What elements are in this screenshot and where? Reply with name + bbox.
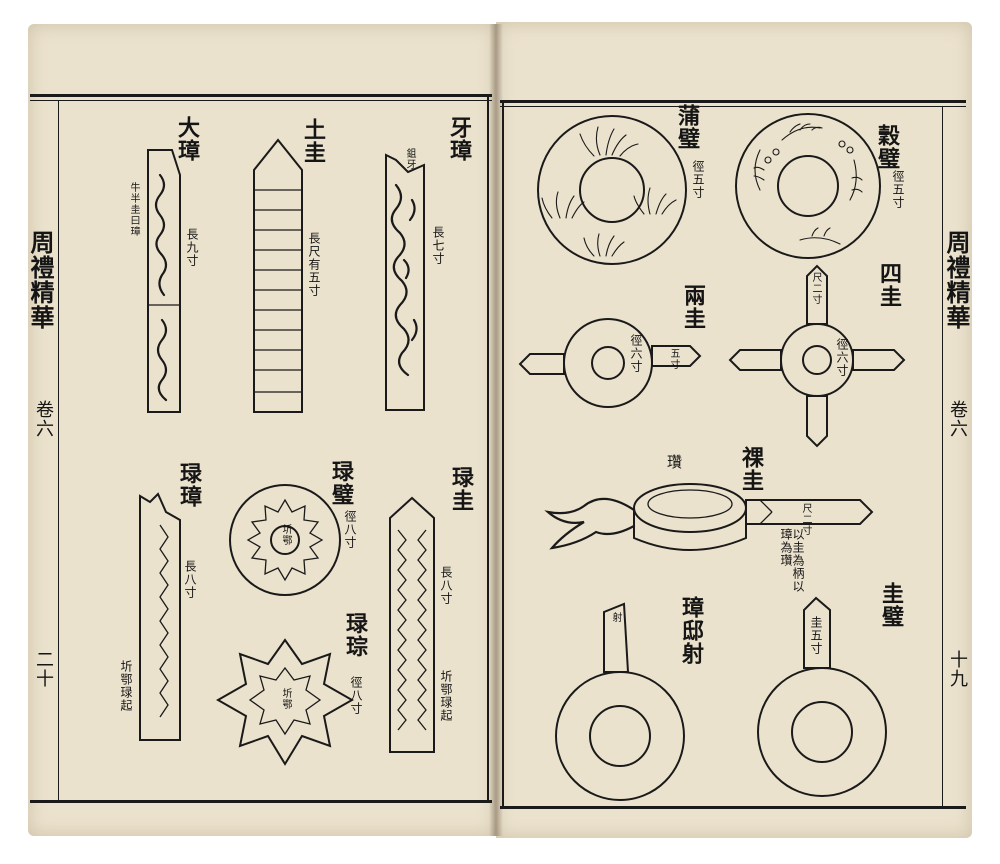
item-note: 以圭為柄以璋為瓚 (779, 528, 805, 593)
left-volume-label: 卷六 (33, 400, 54, 438)
guan-gui-drawing (544, 483, 874, 551)
item-inscription: 圻鄂 (280, 688, 291, 710)
item-inscription: 鉏牙 (404, 148, 415, 170)
right-volume-label: 卷六 (947, 400, 968, 438)
item-title: 琭璋 (176, 462, 202, 508)
item-inscription: 圭五寸 (809, 616, 823, 655)
item-measure: 徑五寸 (691, 160, 705, 199)
item-title: 璋邸射 (678, 596, 704, 665)
item-label: 瓚 (665, 454, 683, 470)
right-margin-rule (942, 106, 943, 806)
item-measure: 徑八寸 (343, 510, 357, 549)
item-title: 琭琮 (342, 612, 368, 658)
gu-bi-drawing (735, 113, 881, 259)
item-inscription: 五寸 (668, 348, 679, 370)
zhang-di-she-drawing (555, 602, 685, 801)
left-spine-title: 周禮精華 (26, 230, 55, 330)
tu-gui-drawing (253, 138, 303, 413)
item-note: 圻鄂琭起 (439, 670, 453, 722)
item-measure: 徑五寸 (891, 170, 905, 209)
item-measure: 長九寸 (185, 228, 199, 267)
item-measure: 長八寸 (183, 560, 197, 599)
lu-cong-drawing (215, 638, 355, 766)
lu-bi-drawing (229, 484, 341, 596)
ya-zhang-drawing (385, 153, 425, 411)
item-title: 穀璧 (874, 124, 900, 170)
lu-gui-drawing (389, 496, 435, 753)
right-edge-rule (502, 100, 504, 808)
item-measure: 徑八寸 (349, 676, 363, 715)
left-top-rule (30, 94, 492, 97)
item-inscription: 尺二寸 (810, 272, 821, 305)
right-top-rule-thin (500, 106, 966, 107)
item-inscription: 牛半圭曰璋 (128, 182, 139, 237)
left-top-rule-thin (30, 100, 492, 101)
right-bottom-rule (500, 806, 966, 809)
right-page (496, 22, 972, 838)
item-title: 四圭 (876, 262, 902, 308)
left-edge-rule (487, 94, 489, 802)
item-measure: 長八寸 (439, 566, 453, 605)
left-bottom-rule (30, 800, 492, 803)
da-zhang-drawing (147, 149, 181, 413)
item-inscription: 圻鄂 (280, 524, 291, 546)
item-inscription: 射 (610, 612, 621, 623)
left-margin-rule (58, 100, 59, 800)
item-title: 土圭 (300, 118, 326, 164)
right-top-rule (500, 100, 966, 103)
pu-bi-drawing (537, 115, 687, 265)
item-title: 牙璋 (446, 116, 472, 162)
right-page-number: 十九 (947, 650, 968, 688)
item-title: 琭圭 (448, 466, 474, 512)
item-title: 祼圭 (738, 446, 764, 492)
gui-bi-drawing (757, 596, 887, 797)
si-gui-drawing (728, 264, 906, 448)
item-measure: 長尺有五寸 (307, 232, 321, 297)
item-note: 圻鄂琭起 (119, 660, 133, 712)
item-title: 兩圭 (680, 284, 706, 330)
item-measure: 徑六寸 (835, 338, 849, 377)
book-gutter (489, 24, 503, 836)
item-title: 圭璧 (878, 582, 904, 628)
right-spine-title: 周禮精華 (942, 230, 971, 330)
item-title: 琭璧 (328, 460, 354, 506)
item-measure: 長七寸 (431, 226, 445, 265)
item-measure: 徑六寸 (629, 334, 643, 373)
item-title: 大璋 (174, 116, 200, 162)
lu-zhang-drawing (139, 492, 181, 741)
left-page-number: 二十 (33, 650, 54, 688)
item-inscription: 尺二寸 (800, 503, 811, 536)
item-title: 蒲璧 (674, 104, 700, 150)
liang-gui-drawing (518, 318, 702, 408)
